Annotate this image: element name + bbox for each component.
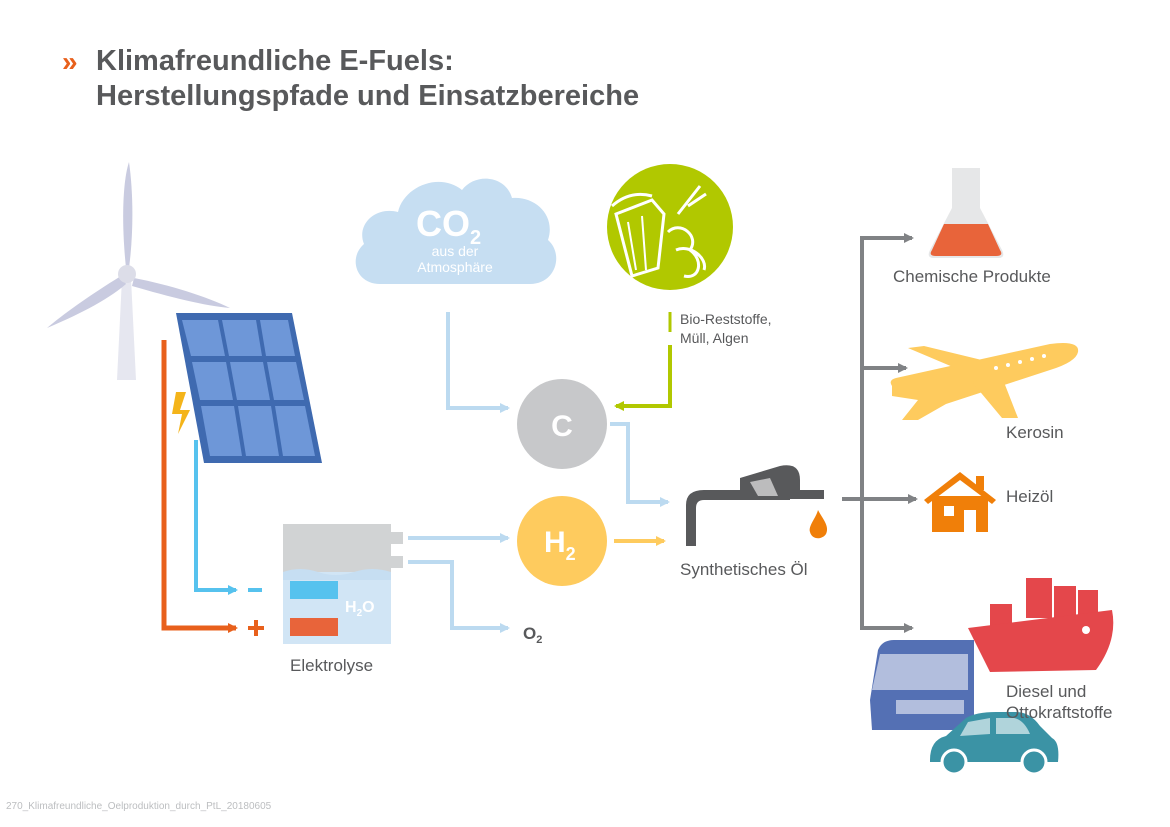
page-title: » Klimafreundliche E-Fuels: Herstellungs… — [62, 44, 639, 114]
footer-filename: 270_Klimafreundliche_Oelproduktion_durch… — [6, 801, 272, 812]
positive-power-line — [161, 340, 238, 633]
co2-desc-line2: Atmosphäre — [417, 259, 493, 275]
title-line-1: Klimafreundliche E-Fuels: — [96, 45, 454, 77]
co2-formula: CO2 — [416, 203, 481, 249]
house-icon — [924, 472, 996, 532]
oxygen-label: O2 — [523, 624, 542, 646]
synthetic-oil-label: Synthetisches Öl — [680, 560, 808, 579]
carbon-node — [517, 379, 607, 469]
bio-label: Bio-Reststoffe, Müll, Algen — [680, 310, 772, 348]
anode-electrode — [290, 618, 338, 636]
co2-cloud-icon — [355, 178, 557, 284]
bio-flow-line — [614, 345, 672, 411]
bio-label-line2: Müll, Algen — [680, 330, 749, 346]
carbon-to-oil-line — [610, 422, 670, 507]
fuels-label-line1: Diesel und — [1006, 682, 1087, 701]
lightning-icon — [172, 392, 190, 434]
fuel-nozzle-icon — [686, 465, 828, 546]
water-label: H2O — [345, 599, 375, 619]
heating-oil-label: Heizöl — [1006, 487, 1054, 506]
fuels-label-line2: Ottokraftstoffe — [1006, 703, 1113, 722]
hydrogen-label: H2 — [544, 526, 576, 564]
electrolysis-label: Elektrolyse — [290, 656, 374, 675]
co2-desc-line1: aus der — [432, 243, 479, 259]
cathode-electrode — [290, 581, 338, 599]
bio-label-line1: Bio-Reststoffe, — [680, 311, 772, 327]
plus-sign — [248, 620, 264, 636]
title-line-2: Herstellungspfade und Einsatzbereiche — [96, 80, 640, 112]
flask-icon — [928, 168, 1004, 258]
airplane-icon — [890, 343, 1079, 420]
electrolysis-tank-icon — [283, 524, 403, 644]
carbon-label: C — [551, 410, 573, 443]
wind-turbine-icon — [47, 162, 230, 380]
bio-waste-icon — [607, 164, 733, 290]
car-icon — [930, 712, 1059, 776]
fuels-label: Diesel und Ottokraftstoffe — [1006, 681, 1112, 723]
truck-icon — [870, 640, 974, 730]
chemicals-label: Chemische Produkte — [893, 267, 1051, 286]
co2-flow-line — [446, 312, 510, 413]
negative-power-line — [194, 440, 238, 595]
ship-icon — [968, 578, 1114, 672]
solar-panel-icon — [172, 313, 322, 463]
hydrogen-node — [517, 496, 607, 586]
distribution-lines — [842, 233, 918, 633]
kerosene-label: Kerosin — [1006, 423, 1064, 442]
o2-flow-line — [408, 560, 510, 633]
